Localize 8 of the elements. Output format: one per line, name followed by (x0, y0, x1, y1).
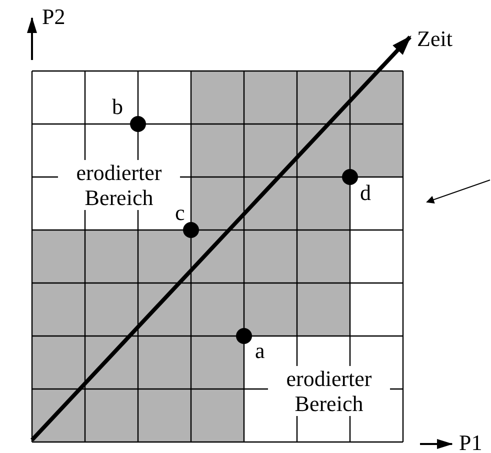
axis-label: P1 (459, 430, 482, 453)
point-label: a (255, 338, 265, 363)
point-label: d (360, 180, 371, 205)
axis-label: P2 (42, 4, 66, 29)
region-label: erodierter Bereich (58, 160, 180, 210)
point-label: b (112, 94, 123, 119)
region-label: erodierter Bereich (268, 366, 390, 416)
axis-label: Zeit (417, 26, 452, 51)
